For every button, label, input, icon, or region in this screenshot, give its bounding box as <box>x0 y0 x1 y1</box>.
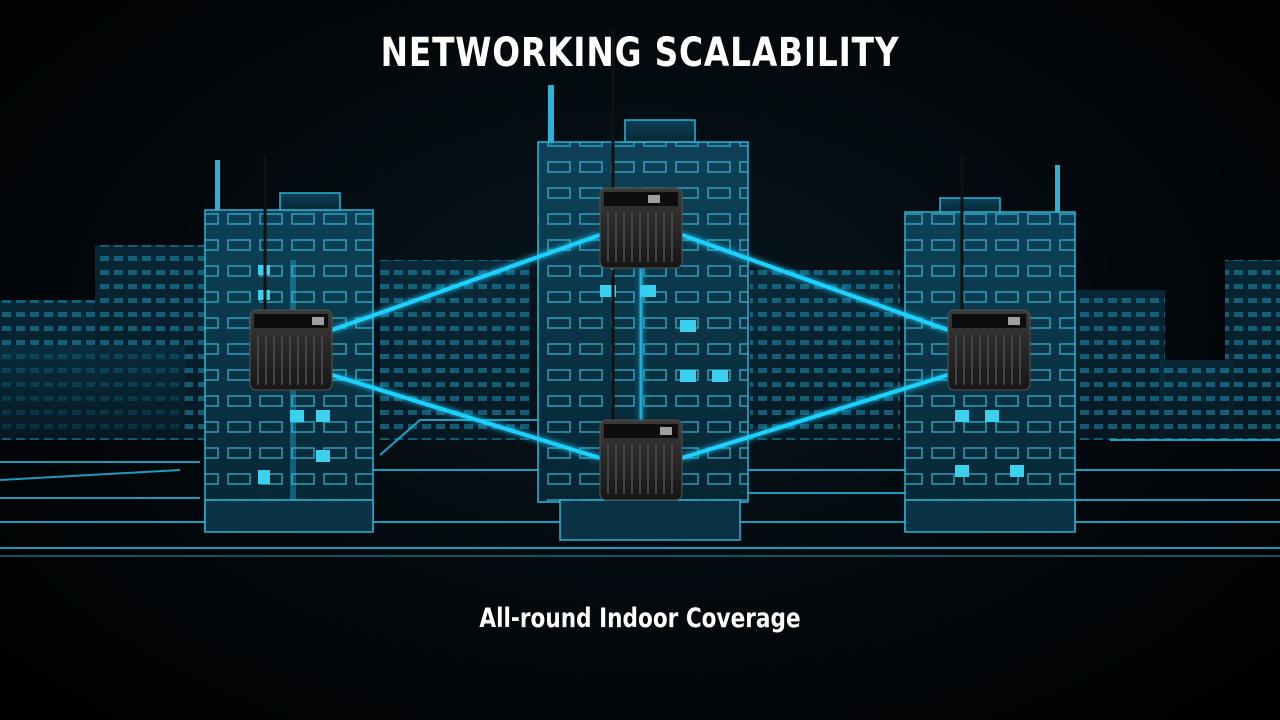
headline: NETWORKING SCALABILITY <box>380 30 900 76</box>
caption: All-round Indoor Coverage <box>479 603 801 634</box>
repeater-device-top <box>599 30 683 269</box>
repeater-device-left <box>249 155 333 391</box>
repeater-device-right <box>947 155 1031 391</box>
right-building <box>904 165 1076 533</box>
repeater-device-bottom <box>599 270 683 501</box>
network-links <box>331 233 949 460</box>
